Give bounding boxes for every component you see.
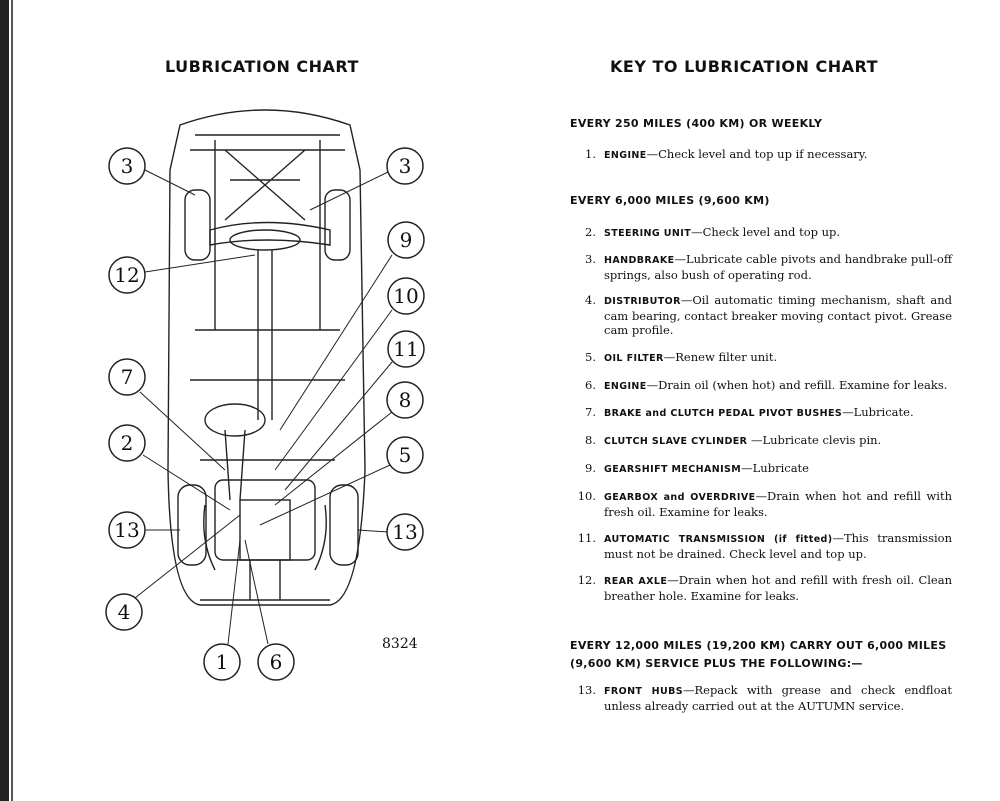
item-label: BRAKE and CLUTCH PEDAL PIVOT BUSHES: [604, 408, 843, 419]
callout-circle: [108, 256, 146, 294]
callout-circle: [105, 593, 143, 631]
item-number: 8.: [585, 433, 596, 447]
callout-label: 4: [118, 600, 131, 624]
item-number: 5.: [585, 350, 596, 364]
key-item: 6. ENGINE—Drain oil (when hot) and refill…: [570, 378, 952, 394]
item-number: 6.: [585, 378, 596, 392]
item-label: FRONT HUBS: [604, 686, 683, 697]
key-item: 9. GEARSHIFT MECHANISM—Lubricate: [570, 461, 952, 477]
callout-circle: [387, 330, 425, 368]
callout-label: 7: [121, 365, 134, 389]
callout-label: 3: [399, 154, 412, 178]
item-number: 9.: [585, 461, 596, 475]
key-item: 10. GEARBOX and OVERDRIVE—Drain when hot …: [570, 489, 952, 519]
item-text: —This transmission must not be drained. …: [604, 531, 952, 561]
item-label: ENGINE: [604, 381, 647, 392]
item-number: 7.: [585, 405, 596, 419]
binding-edge: [0, 0, 9, 801]
item-text: —Drain oil (when hot) and refill. Examin…: [646, 378, 948, 392]
key-item: 12. REAR AXLE—Drain when hot and refill w…: [570, 573, 952, 603]
key-item: 11. AUTOMATIC TRANSMISSION (if fitted)—Th…: [570, 531, 952, 561]
item-label: GEARSHIFT MECHANISM: [604, 464, 742, 475]
key-item: 3. HANDBRAKE—Lubricate cable pivots and h…: [570, 252, 952, 282]
item-number: 13.: [577, 683, 596, 697]
item-label: STEERING UNIT: [604, 228, 692, 239]
callout-label: 13: [392, 520, 417, 544]
key-item: 8. CLUTCH SLAVE CYLINDER —Lubricate clevi…: [570, 433, 952, 449]
item-text: —Check level and top up if necessary.: [646, 147, 868, 161]
callout-label: 2: [121, 431, 134, 455]
item-label: CLUTCH SLAVE CYLINDER: [604, 436, 748, 447]
item-text: —Repack with grease and check endfloat u…: [604, 683, 952, 713]
callout-label: 13: [114, 518, 139, 542]
callout-label: 3: [121, 154, 134, 178]
callout-label: 8: [399, 388, 412, 412]
callout-circle: [108, 511, 146, 549]
item-number: 10.: [577, 489, 596, 503]
item-label: HANDBRAKE: [604, 255, 675, 266]
callout-circle: [386, 436, 424, 474]
callout-label: 12: [114, 263, 139, 287]
callout-label: 1: [216, 650, 229, 674]
callout-circle: [386, 513, 424, 551]
callout-circle: [387, 277, 425, 315]
key-item: 7. BRAKE and CLUTCH PEDAL PIVOT BUSHES—Lu…: [570, 405, 952, 421]
key-item: 2. STEERING UNIT—Check level and top up.: [570, 225, 952, 241]
callout-circle: [203, 643, 241, 681]
callout-circle: [108, 424, 146, 462]
leader-lines: [134, 169, 393, 645]
callout-label: 9: [400, 228, 413, 252]
item-number: 1.: [585, 147, 596, 161]
item-text: —Lubricate cable pivots and handbrake pu…: [604, 252, 952, 282]
item-text: —Renew filter unit.: [663, 350, 778, 364]
item-label: REAR AXLE: [604, 576, 668, 587]
item-number: 11.: [577, 531, 596, 545]
section-heading: EVERY 6,000 MILES (9,600 KM): [570, 194, 770, 207]
key-item: 4. DISTRIBUTOR—Oil automatic timing mecha…: [570, 293, 952, 337]
car-chassis-drawing: [167, 109, 366, 606]
callout-label: 11: [393, 337, 418, 361]
item-label: DISTRIBUTOR: [604, 296, 681, 307]
figure-number: 8324: [382, 636, 418, 652]
item-label: GEARBOX and OVERDRIVE: [604, 492, 756, 503]
item-text: —Drain when hot and refill with fresh oi…: [604, 489, 952, 519]
callout-label: 5: [399, 443, 412, 467]
item-number: 12.: [577, 573, 596, 587]
item-number: 4.: [585, 293, 596, 307]
item-label: AUTOMATIC TRANSMISSION (if fitted): [604, 534, 833, 545]
section-heading: EVERY 250 MILES (400 KM) OR WEEKLY: [570, 117, 823, 130]
item-text: —Lubricate clevis pin.: [747, 433, 882, 447]
callout-label: 10: [393, 284, 418, 308]
right-page-title: KEY TO LUBRICATION CHART: [610, 57, 878, 76]
item-text: —Check level and top up.: [691, 225, 841, 239]
key-item: 1. ENGINE—Check level and top up if neces…: [570, 147, 952, 163]
lubrication-diagram: 3 3 12 9 10 11 7 8 2 5 13 13 4 1 6 8324: [105, 109, 425, 681]
callout-circle: [108, 147, 146, 185]
item-text: —Lubricate.: [842, 405, 914, 419]
callout-circle: [386, 147, 424, 185]
callout-label: 6: [270, 650, 283, 674]
binding-edge-line: [11, 0, 13, 801]
item-text: —Oil automatic timing mechanism, shaft a…: [604, 293, 952, 337]
item-label: OIL FILTER: [604, 353, 664, 364]
key-item: 5. OIL FILTER—Renew filter unit.: [570, 350, 952, 366]
callout-circle: [386, 381, 424, 419]
item-text: —Lubricate: [741, 461, 809, 475]
left-page-title: LUBRICATION CHART: [165, 57, 359, 76]
item-label: ENGINE: [604, 150, 647, 161]
item-number: 2.: [585, 225, 596, 239]
callout-circle: [108, 358, 146, 396]
callout-circle: [257, 643, 295, 681]
item-text: —Drain when hot and refill with fresh oi…: [604, 573, 953, 603]
item-number: 3.: [585, 252, 596, 266]
key-item: 13. FRONT HUBS—Repack with grease and che…: [570, 683, 952, 713]
callout-circle: [387, 221, 425, 259]
section-heading: EVERY 12,000 MILES (19,200 KM) CARRY OUT…: [570, 639, 947, 670]
